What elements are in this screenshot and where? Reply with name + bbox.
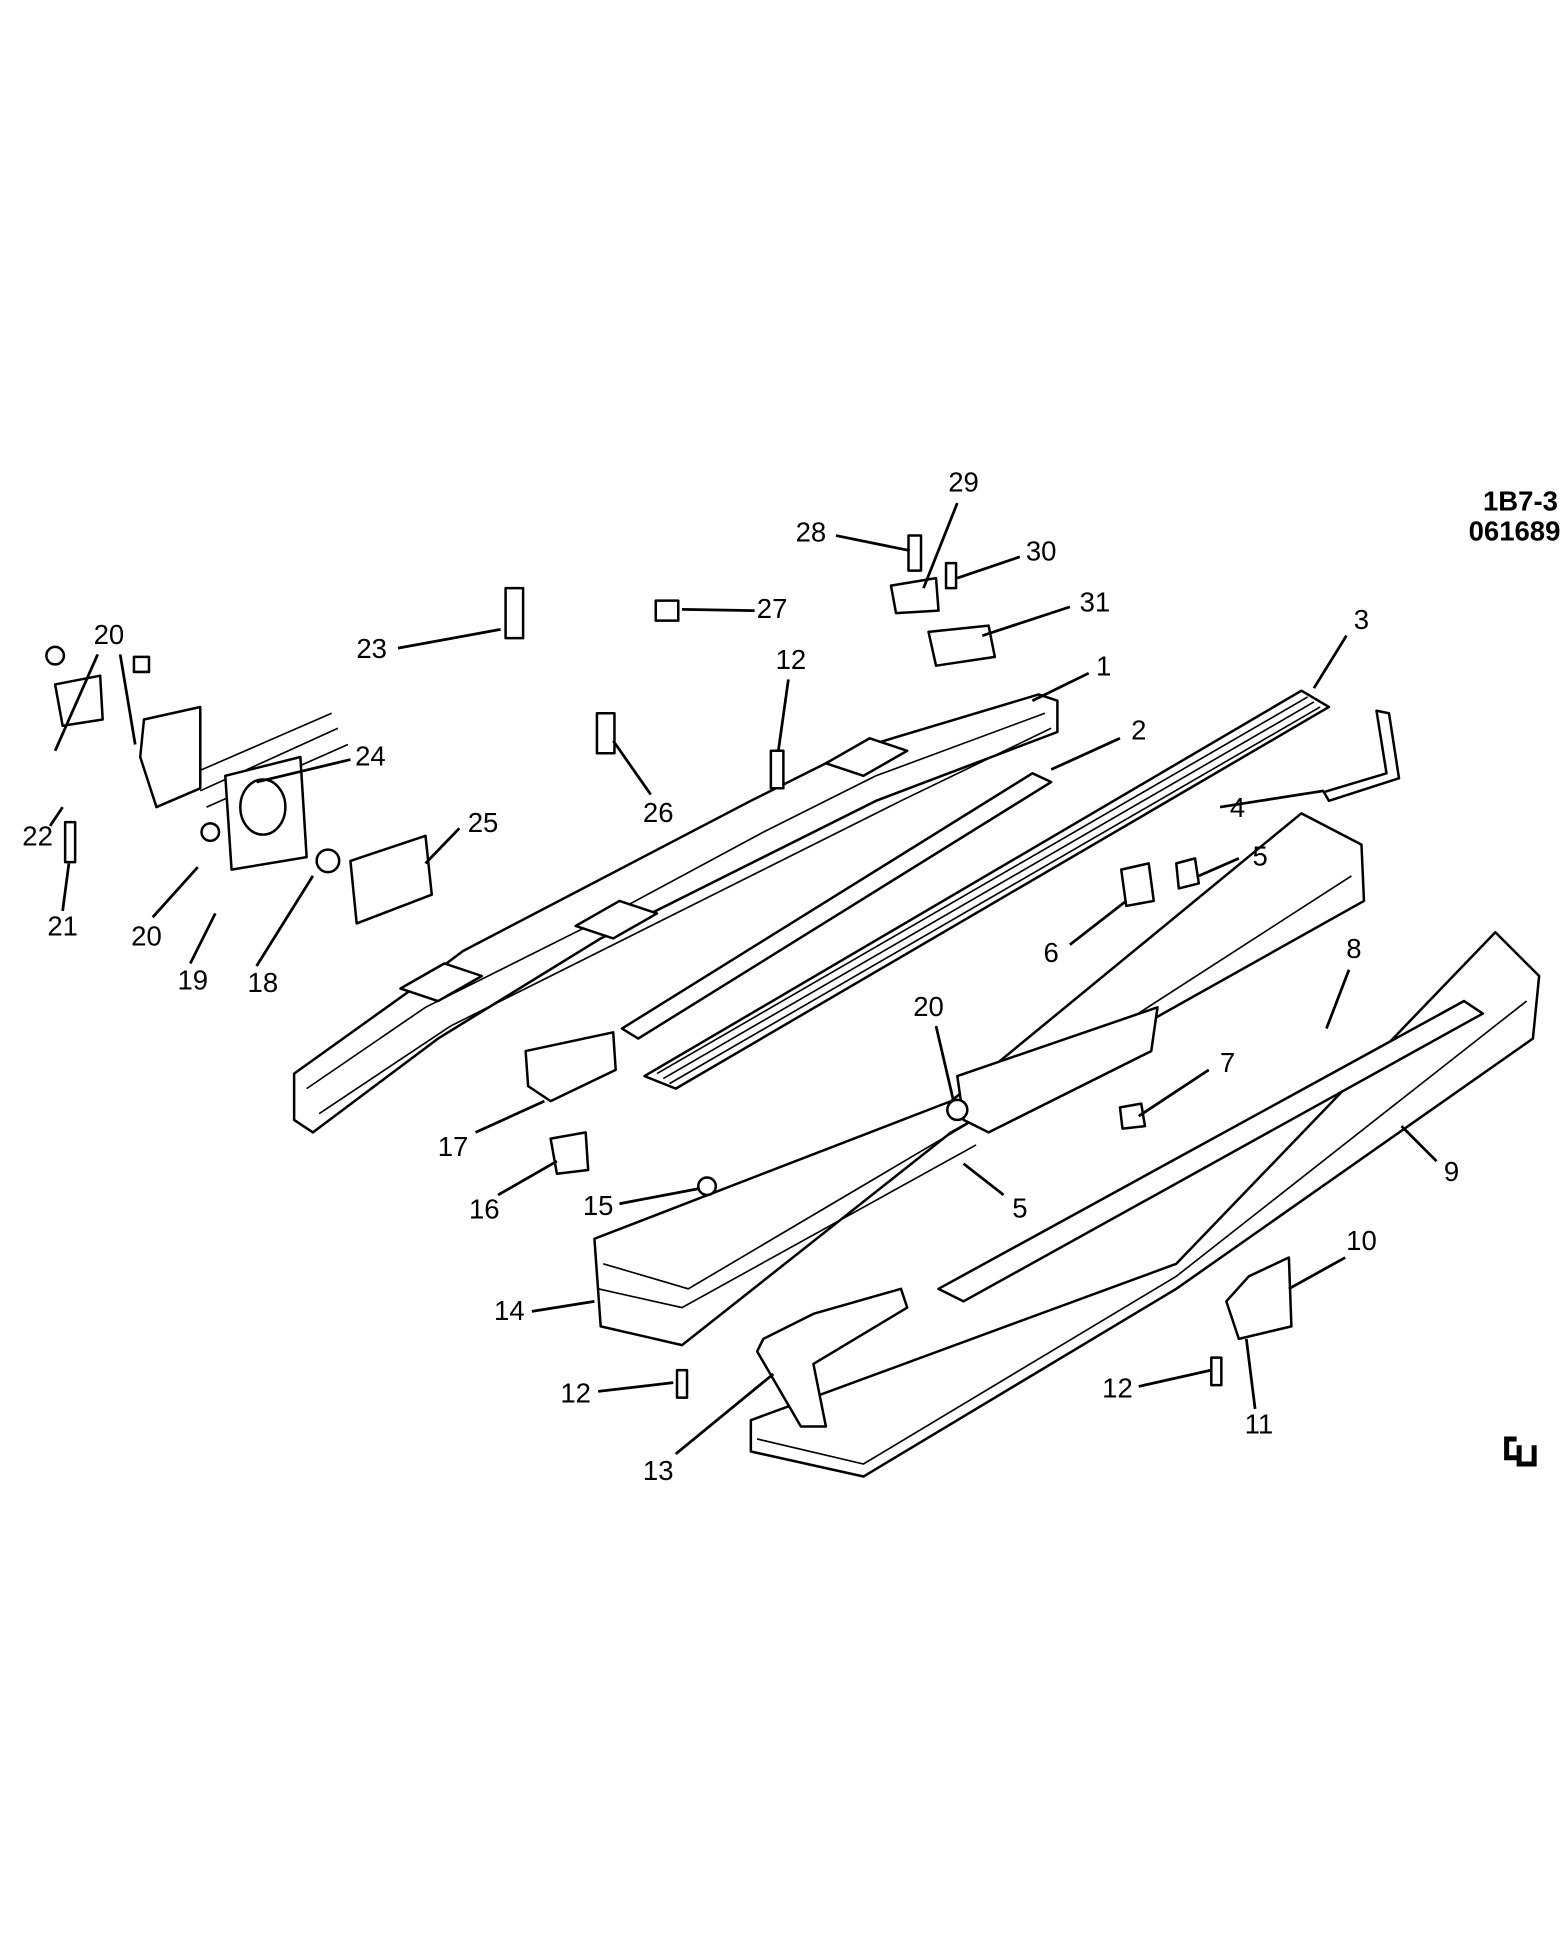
callout-19: 19 bbox=[177, 965, 208, 996]
callout-29: 29 bbox=[948, 467, 979, 498]
callout-1: 1 bbox=[1096, 650, 1111, 681]
callout-26: 26 bbox=[643, 797, 674, 828]
callout-15: 15 bbox=[583, 1190, 614, 1221]
small-hardware bbox=[45, 534, 1223, 1399]
callout-25: 25 bbox=[468, 807, 499, 838]
bumper-filler bbox=[937, 999, 1485, 1303]
callout-2: 2 bbox=[1131, 714, 1146, 745]
callout-10: 10 bbox=[1346, 1225, 1377, 1256]
step-bracket bbox=[620, 772, 1053, 1040]
callout-11: 11 bbox=[1245, 1409, 1274, 1440]
logo-mark bbox=[1504, 1436, 1537, 1467]
callout-20: 20 bbox=[131, 921, 162, 952]
step-brace bbox=[1322, 709, 1401, 803]
callout-17: 17 bbox=[438, 1131, 469, 1162]
step-pad bbox=[643, 689, 1331, 1090]
callout-20: 20 bbox=[94, 619, 125, 650]
callout-8: 8 bbox=[1346, 933, 1361, 964]
callout-31: 31 bbox=[1080, 587, 1111, 618]
frame-rail bbox=[292, 693, 1059, 1134]
callout-28: 28 bbox=[796, 517, 827, 548]
callout-7: 7 bbox=[1220, 1047, 1235, 1078]
date-code: 061689 bbox=[1469, 516, 1561, 547]
callout-12: 12 bbox=[776, 644, 807, 675]
callout-12: 12 bbox=[560, 1377, 591, 1408]
callout-23: 23 bbox=[356, 633, 387, 664]
callout-6: 6 bbox=[1043, 937, 1058, 968]
callout-24: 24 bbox=[355, 741, 386, 772]
callout-20: 20 bbox=[913, 991, 944, 1022]
callout-5: 5 bbox=[1252, 841, 1267, 872]
callout-4: 4 bbox=[1230, 792, 1245, 823]
callout-21: 21 bbox=[47, 911, 78, 942]
bumper-guard bbox=[755, 1256, 1293, 1428]
callout-16: 16 bbox=[469, 1194, 500, 1225]
callout-9: 9 bbox=[1444, 1156, 1459, 1187]
callout-5: 5 bbox=[1012, 1192, 1027, 1223]
callout-12: 12 bbox=[1102, 1372, 1133, 1403]
callout-3: 3 bbox=[1354, 604, 1369, 635]
reference-code: 1B7-3 bbox=[1483, 486, 1558, 517]
callout-14: 14 bbox=[494, 1295, 525, 1326]
callout-13: 13 bbox=[643, 1455, 674, 1486]
callout-30: 30 bbox=[1026, 535, 1057, 566]
callouts: 1 2 3 4 5 5 6 7 8 9 10 11 12 12 12 13 14… bbox=[22, 467, 1459, 1487]
callout-22: 22 bbox=[22, 821, 53, 852]
callout-27: 27 bbox=[757, 593, 788, 624]
callout-18: 18 bbox=[248, 967, 279, 998]
bumper-face-bar bbox=[749, 930, 1541, 1478]
leader-lines bbox=[48, 502, 1438, 1456]
